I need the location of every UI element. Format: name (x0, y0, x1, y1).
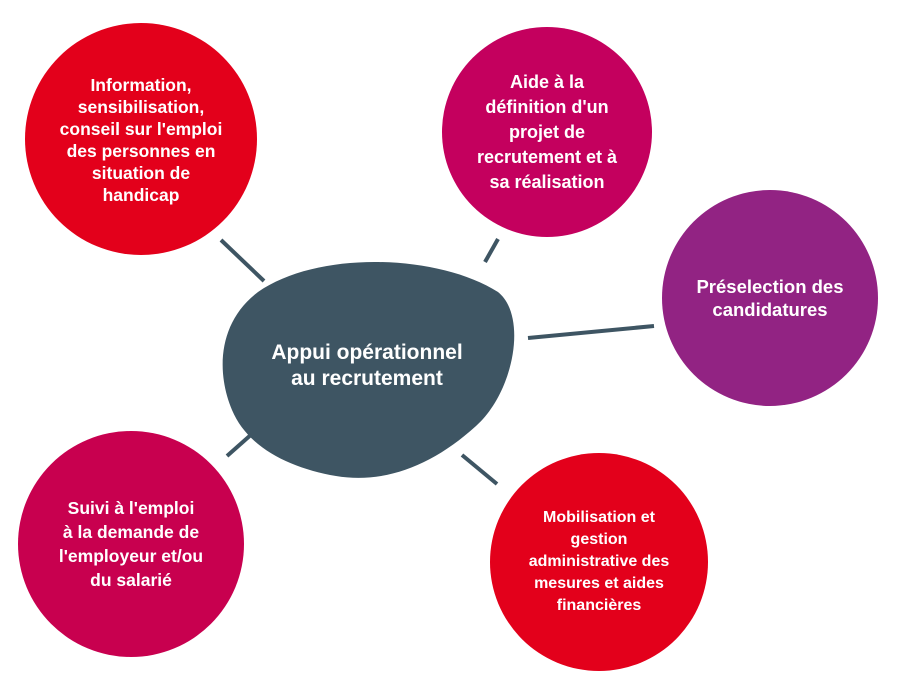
node-mobil-label: Mobilisation et gestion administrative d… (528, 509, 670, 614)
node-presel-circle (662, 190, 878, 406)
node-info-circle (25, 23, 257, 255)
node-aide-label: Aide à la définition d'un projet de recr… (476, 72, 618, 192)
node-presel-label: Préselection des candidatures (696, 276, 844, 320)
node-aide-circle (442, 27, 652, 237)
node-mobil-circle (490, 453, 708, 671)
connector-aide (483, 238, 500, 263)
connector-mobil (460, 453, 499, 486)
connector-presel (527, 324, 655, 340)
center-blob (222, 261, 515, 478)
node-suivi-circle (18, 431, 244, 657)
node-suivi-label: Suivi à l'emploi à la demande de l'emplo… (58, 498, 204, 590)
connector-suivi (225, 431, 255, 458)
node-info-label: Information, sensibilisation, conseil su… (59, 74, 223, 205)
center-label: Appui opérationnel au recrutement (271, 341, 463, 390)
connector-info (219, 238, 266, 283)
